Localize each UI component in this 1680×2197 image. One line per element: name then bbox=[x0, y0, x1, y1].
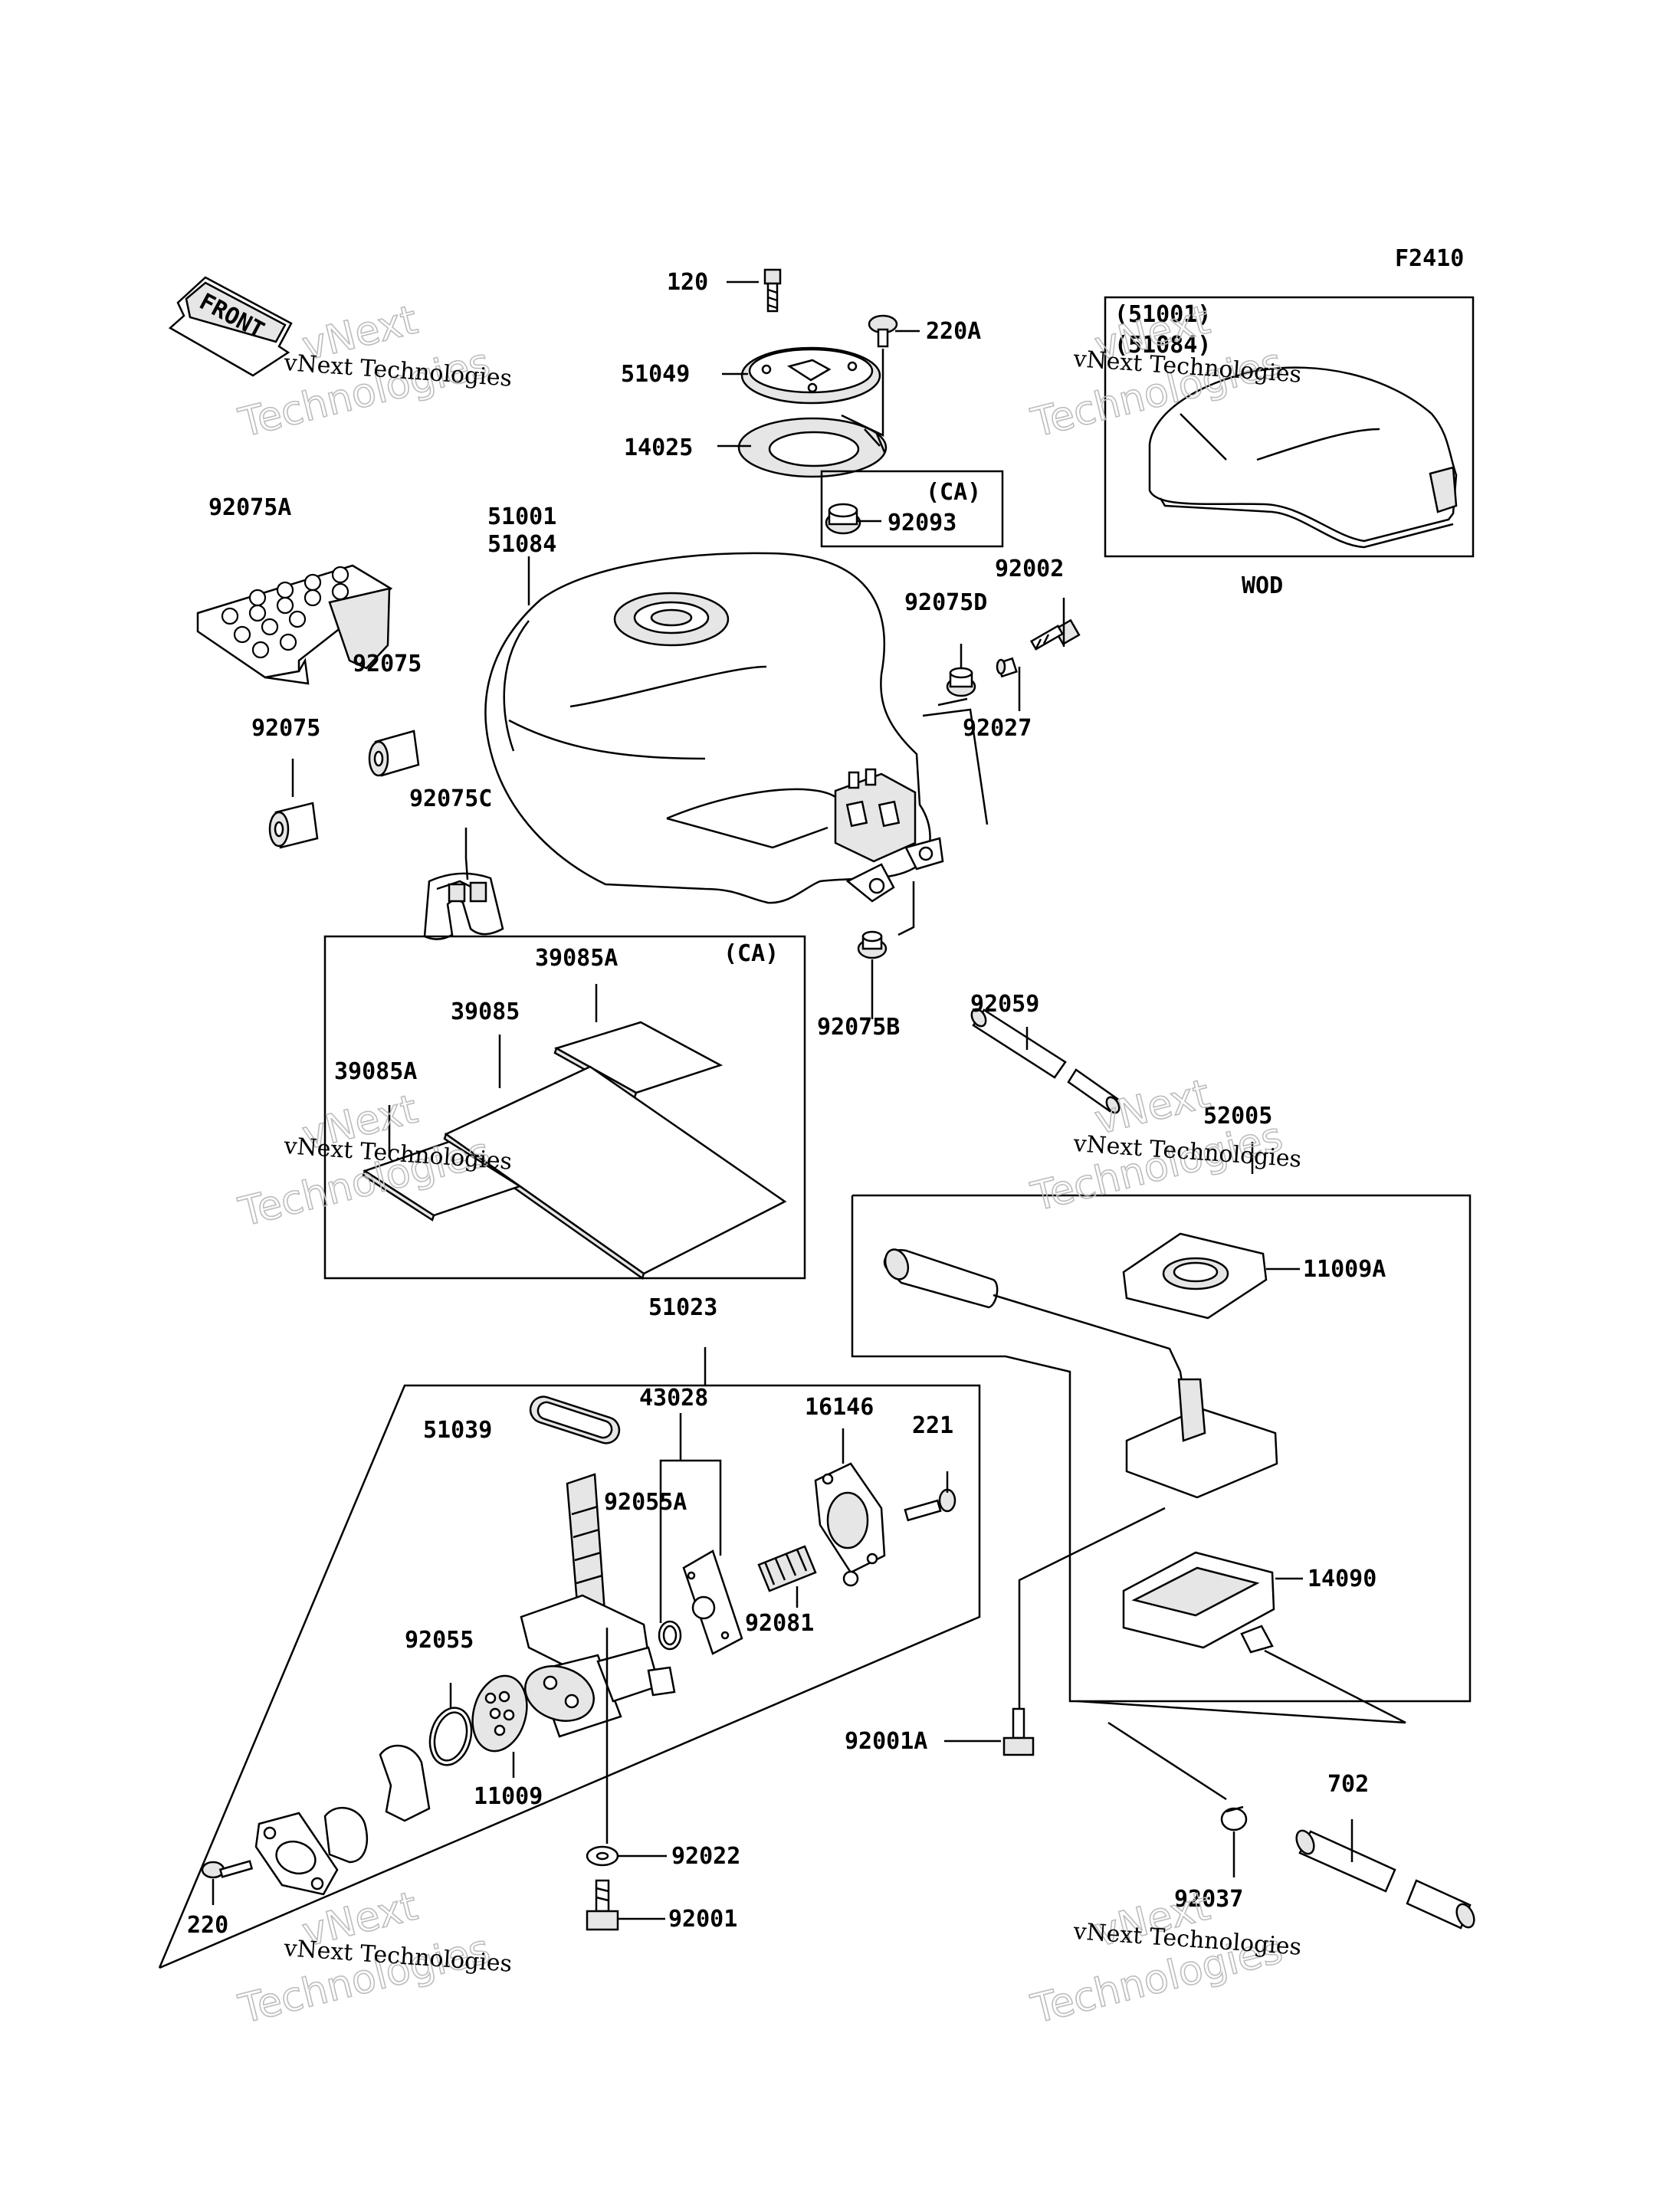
label-51049: 51049 bbox=[621, 361, 690, 388]
label-11009a: 11009A bbox=[1303, 1256, 1386, 1283]
gasket-51039 bbox=[529, 1395, 621, 1444]
o-ring-92055a bbox=[658, 1620, 682, 1651]
sender-box bbox=[851, 1194, 1472, 1703]
spring-92081 bbox=[757, 1545, 817, 1592]
label-92075a: 92075A bbox=[208, 494, 291, 521]
fuel-tank bbox=[484, 552, 944, 904]
label-702: 702 bbox=[1327, 1771, 1369, 1798]
label-43028: 43028 bbox=[639, 1385, 708, 1412]
wod-part-b: (51084) bbox=[1114, 332, 1211, 359]
label-92055a: 92055A bbox=[604, 1489, 687, 1516]
label-92001a: 92001A bbox=[845, 1728, 927, 1755]
label-92093: 92093 bbox=[888, 510, 956, 536]
label-ca-2: (CA) bbox=[724, 940, 779, 967]
cover-16146 bbox=[814, 1462, 886, 1587]
cover-14090 bbox=[1122, 1551, 1275, 1654]
fuel-cap-group bbox=[737, 268, 1004, 548]
label-92075b: 92075B bbox=[817, 1014, 900, 1041]
grommet-92075d bbox=[946, 667, 976, 697]
decal-box bbox=[323, 935, 806, 1280]
screw-220 bbox=[201, 1860, 254, 1879]
label-52005: 52005 bbox=[1203, 1103, 1272, 1130]
packing-92022 bbox=[586, 1845, 619, 1867]
label-92075-2: 92075 bbox=[251, 715, 320, 742]
wod-part-a: (51001) bbox=[1114, 301, 1211, 328]
clip-92037 bbox=[1220, 1805, 1248, 1831]
label-92022: 92022 bbox=[671, 1843, 740, 1870]
label-92059: 92059 bbox=[970, 991, 1039, 1018]
label-221: 221 bbox=[912, 1412, 953, 1439]
clamp-52005 bbox=[1067, 1068, 1121, 1114]
insulator-92075a bbox=[196, 564, 393, 685]
label-92027: 92027 bbox=[963, 715, 1032, 742]
label-220: 220 bbox=[187, 1912, 228, 1939]
wod-tank bbox=[1148, 366, 1458, 549]
bolt-92001a bbox=[1002, 1707, 1035, 1756]
label-92002: 92002 bbox=[995, 556, 1064, 582]
label-92075-1: 92075 bbox=[353, 651, 422, 677]
float-assembly bbox=[883, 1248, 1278, 1499]
label-92055: 92055 bbox=[405, 1627, 474, 1654]
damper-92075c bbox=[423, 872, 504, 940]
label-39085a-2: 39085A bbox=[334, 1058, 417, 1085]
collar-92027 bbox=[996, 657, 1018, 678]
bracket-left bbox=[254, 1744, 431, 1896]
watermark-5: vNext Technologies vNext Technologies bbox=[234, 1883, 513, 2034]
label-51023: 51023 bbox=[648, 1294, 717, 1321]
label-92075d: 92075D bbox=[904, 589, 987, 616]
label-11009: 11009 bbox=[474, 1783, 543, 1810]
wod-box bbox=[1104, 296, 1475, 558]
label-51001: 51001 bbox=[487, 503, 556, 530]
grommet-92075b bbox=[857, 930, 888, 959]
label-39085a-1: 39085A bbox=[535, 945, 618, 972]
label-14090: 14090 bbox=[1308, 1566, 1376, 1592]
bolt-92002 bbox=[1029, 618, 1081, 651]
label-51039: 51039 bbox=[423, 1417, 492, 1444]
watermark-4: vNext Technologies vNext Technologies bbox=[1026, 1071, 1302, 1221]
wod-label: WOD bbox=[1242, 572, 1283, 599]
damper-92075-b bbox=[268, 802, 319, 849]
petcock-box bbox=[158, 1384, 981, 1969]
label-92037: 92037 bbox=[1174, 1886, 1243, 1913]
label-220a: 220A bbox=[926, 318, 981, 345]
label-92001: 92001 bbox=[668, 1906, 737, 1933]
label-ca-1: (CA) bbox=[926, 479, 981, 506]
filter-11009 bbox=[471, 1674, 528, 1753]
watermark-3: vNext Technologies vNext Technologies bbox=[234, 1086, 513, 1237]
screw-221 bbox=[904, 1488, 956, 1522]
front-arrow-icon: FRONT bbox=[168, 276, 293, 377]
label-92075c: 92075C bbox=[409, 785, 492, 812]
fuel-tap bbox=[520, 1473, 676, 1738]
label-16146: 16146 bbox=[805, 1394, 874, 1421]
watermark-6: vNext Technologies vNext Technologies bbox=[1026, 1883, 1302, 2034]
label-14025: 14025 bbox=[624, 434, 693, 461]
bolt-92001 bbox=[586, 1879, 619, 1931]
hose-702 bbox=[1295, 1829, 1475, 1930]
o-ring-92055 bbox=[428, 1707, 473, 1766]
label-51084: 51084 bbox=[487, 531, 556, 558]
damper-92075-a bbox=[368, 730, 420, 777]
label-120: 120 bbox=[667, 269, 708, 296]
gasket-11009a bbox=[1122, 1232, 1268, 1320]
decal-39085a-left bbox=[362, 1140, 522, 1221]
diagram-code: F2410 bbox=[1395, 245, 1464, 272]
label-39085: 39085 bbox=[451, 998, 520, 1025]
hose-92059 bbox=[970, 1008, 1067, 1079]
diaphragm-43028 bbox=[682, 1549, 743, 1655]
label-92081: 92081 bbox=[745, 1610, 814, 1637]
